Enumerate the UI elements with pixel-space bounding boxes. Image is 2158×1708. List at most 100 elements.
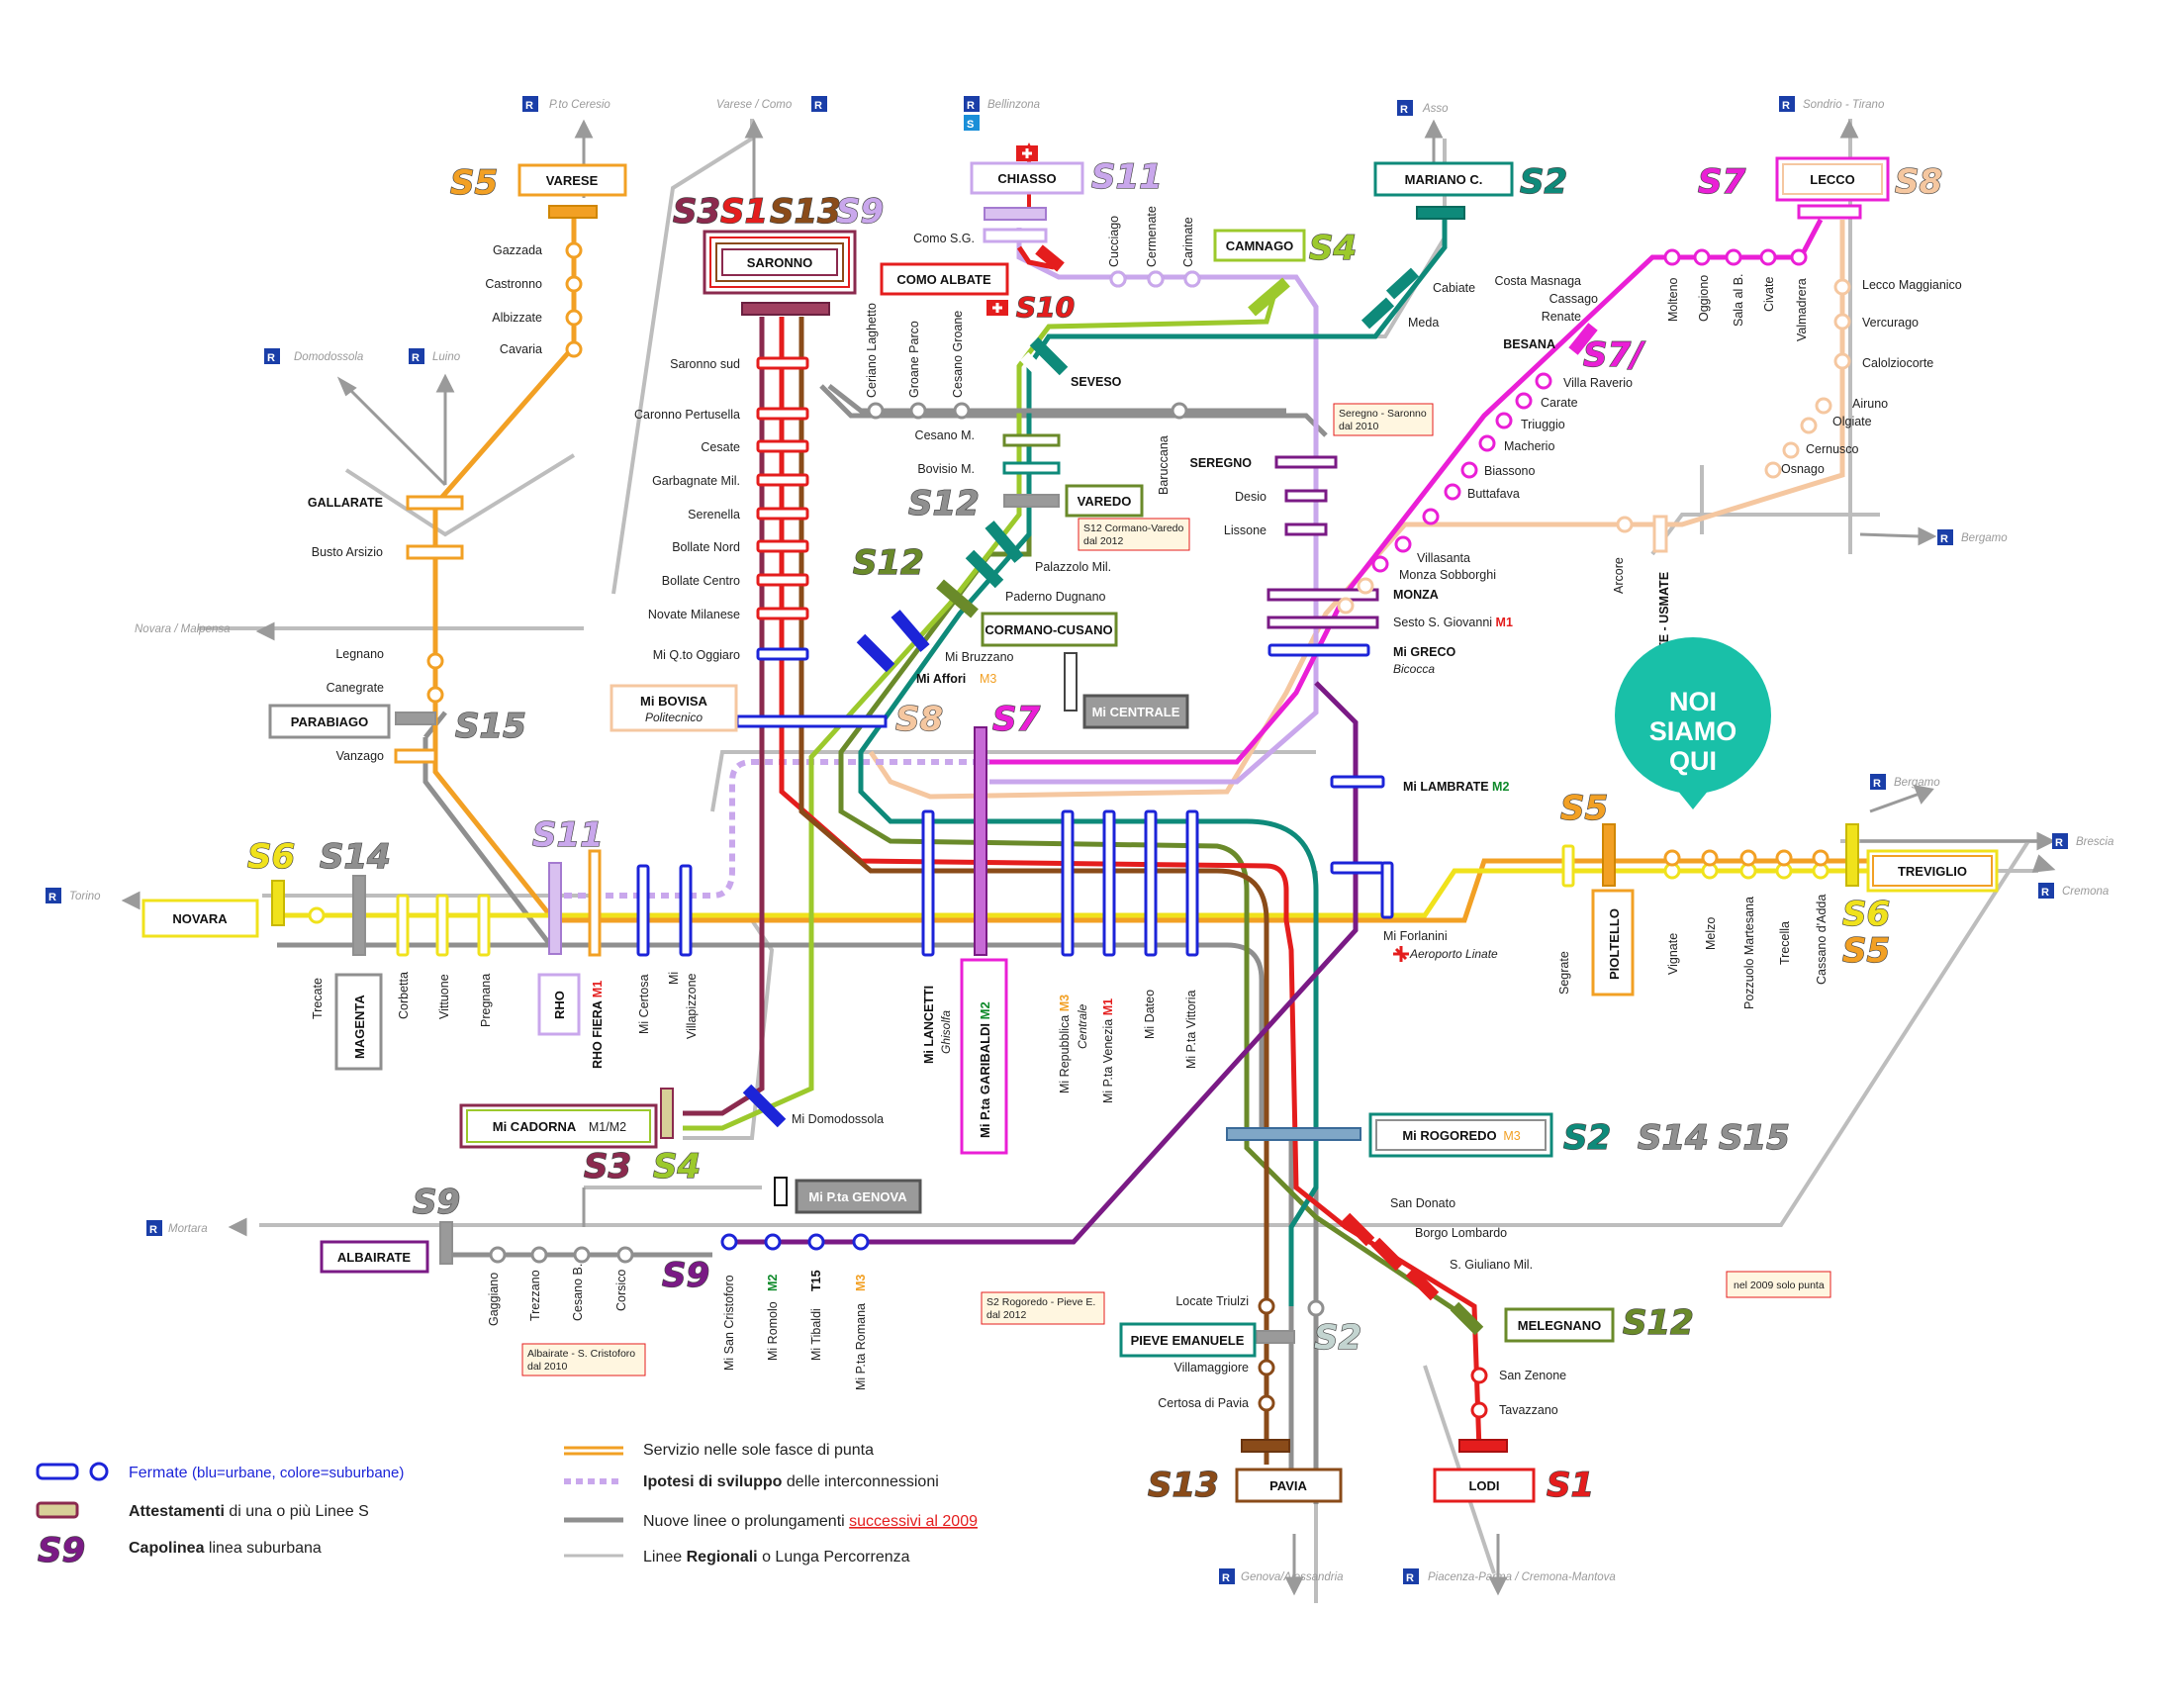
svg-text:Carimate: Carimate bbox=[1181, 217, 1195, 267]
svg-text:Melzo: Melzo bbox=[1704, 917, 1718, 950]
svg-text:VARESE: VARESE bbox=[546, 173, 599, 188]
svg-text:RHO: RHO bbox=[552, 991, 567, 1019]
rail-icon: R bbox=[1397, 100, 1413, 116]
svg-text:dal 2012: dal 2012 bbox=[1083, 535, 1123, 547]
svg-text:Asso: Asso bbox=[1422, 103, 1449, 115]
svg-text:Mi Q.to Oggiaro: Mi Q.to Oggiaro bbox=[653, 648, 740, 662]
svg-text:Corsico: Corsico bbox=[614, 1270, 628, 1311]
svg-text:R: R bbox=[525, 100, 533, 112]
terminal-saronno: SARONNO bbox=[703, 230, 857, 295]
svg-text:Baruccana: Baruccana bbox=[1157, 435, 1171, 495]
svg-text:Nuove linee o prolungamenti su: Nuove linee o prolungamenti successivi a… bbox=[643, 1513, 978, 1530]
svg-text:Corbetta: Corbetta bbox=[397, 972, 411, 1019]
terminal-lecco: LECCO bbox=[1775, 156, 1890, 202]
svg-text:S5: S5 bbox=[450, 163, 498, 203]
svg-text:M3: M3 bbox=[854, 1275, 868, 1291]
svg-text:Civate: Civate bbox=[1762, 277, 1776, 312]
terminal-novara: NOVARA bbox=[141, 899, 259, 938]
svg-text:Groane Parco: Groane Parco bbox=[907, 321, 921, 398]
svg-text:Albairate - S. Cristoforo: Albairate - S. Cristoforo bbox=[527, 1348, 635, 1360]
svg-text:PARABIAGO: PARABIAGO bbox=[291, 714, 368, 729]
svg-text:BESANA: BESANA bbox=[1503, 337, 1555, 351]
rail-icon: R bbox=[1779, 96, 1795, 112]
line-S1 bbox=[779, 317, 1482, 1451]
svg-text:Torino: Torino bbox=[69, 891, 101, 902]
terminal-lodi: LODI bbox=[1433, 1468, 1536, 1503]
svg-text:PIOLTELLO: PIOLTELLO bbox=[1607, 908, 1622, 980]
svg-text:Paderno Dugnano: Paderno Dugnano bbox=[1005, 590, 1106, 604]
terminal-garibaldi: Mi P.ta GARIBALDI M2 bbox=[960, 958, 1008, 1155]
svg-text:Vercurago: Vercurago bbox=[1862, 316, 1919, 330]
svg-text:Certosa di Pavia: Certosa di Pavia bbox=[1158, 1396, 1249, 1410]
svg-text:Costa Masnaga: Costa Masnaga bbox=[1494, 274, 1581, 288]
svg-text:S2: S2 bbox=[1520, 162, 1567, 202]
interconnection-dotted bbox=[564, 759, 989, 899]
svg-text:Fermate (blu=urbane, colore=s: Fermate (blu=urbane, colore=suburbane) bbox=[129, 1465, 404, 1481]
svg-text:R: R bbox=[814, 100, 822, 112]
svg-text:Piacenza-Parma / Cremona-Manto: Piacenza-Parma / Cremona-Mantova bbox=[1428, 1571, 1616, 1583]
svg-text:MARIANO C.: MARIANO C. bbox=[1405, 172, 1483, 187]
svg-text:GALLARATE: GALLARATE bbox=[308, 496, 383, 510]
rail-icon: R bbox=[264, 348, 280, 364]
legend: Fermate (blu=urbane, colore=suburbane) A… bbox=[36, 1442, 978, 1571]
rail-icon: R bbox=[811, 96, 827, 112]
svg-text:S13: S13 bbox=[770, 192, 841, 232]
svg-text:Sala al B.: Sala al B. bbox=[1732, 273, 1745, 327]
svg-text:ALBAIRATE: ALBAIRATE bbox=[337, 1250, 411, 1265]
svg-text:Pregnana: Pregnana bbox=[479, 974, 493, 1027]
svg-text:Mi Domodossola: Mi Domodossola bbox=[792, 1112, 884, 1126]
terminal-treviglio: TREVIGLIO bbox=[1866, 849, 1999, 893]
svg-text:Trecate: Trecate bbox=[311, 978, 325, 1019]
svg-text:Mi Forlanini: Mi Forlanini bbox=[1383, 929, 1448, 943]
svg-text:S15: S15 bbox=[1719, 1118, 1790, 1158]
circle-stops[interactable] bbox=[308, 241, 1851, 1419]
svg-text:R: R bbox=[48, 892, 56, 903]
svg-text:LECCO: LECCO bbox=[1810, 172, 1855, 187]
svg-text:Mi P.ta GARIBALDI M2: Mi P.ta GARIBALDI M2 bbox=[978, 1001, 992, 1138]
rail-icon: R bbox=[522, 96, 538, 112]
svg-text:Bicocca: Bicocca bbox=[1393, 662, 1435, 676]
svg-text:NOI: NOI bbox=[1669, 687, 1717, 716]
svg-text:Bollate Centro: Bollate Centro bbox=[662, 574, 740, 588]
rail-icon: R bbox=[46, 888, 61, 903]
svg-text:Sesto S. Giovanni M1: Sesto S. Giovanni M1 bbox=[1393, 616, 1513, 629]
svg-text:Valmadrera: Valmadrera bbox=[1795, 278, 1809, 341]
svg-text:NOVARA: NOVARA bbox=[172, 911, 228, 926]
svg-text:PAVIA: PAVIA bbox=[1269, 1478, 1307, 1493]
svg-text:Albizzate: Albizzate bbox=[492, 311, 542, 325]
line-S9 bbox=[722, 681, 1359, 1245]
svg-text:Vanzago: Vanzago bbox=[336, 749, 384, 763]
svg-text:Novate Milanese: Novate Milanese bbox=[648, 608, 740, 621]
terminal-varese: VARESE bbox=[517, 163, 627, 197]
svg-text:Gaggiano: Gaggiano bbox=[487, 1273, 501, 1326]
svg-text:R: R bbox=[1406, 1572, 1414, 1584]
svg-text:Mi Affori: Mi Affori bbox=[916, 672, 966, 686]
svg-text:S11: S11 bbox=[532, 815, 604, 855]
svg-text:Villa Raverio: Villa Raverio bbox=[1563, 376, 1633, 390]
svg-text:QUI: QUI bbox=[1669, 746, 1717, 776]
svg-text:Cesano Groane: Cesano Groane bbox=[951, 311, 965, 398]
svg-text:Biassono: Biassono bbox=[1484, 464, 1535, 478]
svg-text:Bollate Nord: Bollate Nord bbox=[672, 540, 740, 554]
svg-text:Meda: Meda bbox=[1408, 316, 1439, 330]
terminal-pieve-emanuele: PIEVE EMANUELE bbox=[1119, 1322, 1257, 1358]
svg-text:Lissone: Lissone bbox=[1224, 523, 1267, 537]
rail-icon: R bbox=[2052, 833, 2068, 849]
you-are-here-callout: NOI SIAMO QUI bbox=[1615, 637, 1771, 809]
svg-text:Mi P.ta Romana: Mi P.ta Romana bbox=[854, 1303, 868, 1390]
station-bars[interactable] bbox=[271, 204, 1862, 1453]
svg-text:SEVESO: SEVESO bbox=[1071, 375, 1122, 389]
diagonal-station-ticks[interactable] bbox=[742, 244, 1598, 1336]
terminal-boxes[interactable]: VARESE SARONNO CHIASSO COMO ALBATE CAMNA… bbox=[141, 156, 1999, 1503]
terminal-mi-centrale: Mi CENTRALE bbox=[1082, 694, 1189, 729]
line-S13 bbox=[798, 317, 1269, 1465]
svg-text:R: R bbox=[1222, 1572, 1230, 1584]
svg-text:T15: T15 bbox=[809, 1270, 823, 1291]
terminal-camnago: CAMNAGO bbox=[1213, 229, 1306, 262]
svg-text:P.to Ceresio: P.to Ceresio bbox=[549, 99, 610, 111]
svg-text:S5: S5 bbox=[1842, 931, 1890, 971]
svg-text:Mi LAMBRATE M2: Mi LAMBRATE M2 bbox=[1403, 780, 1509, 794]
date-notes: Seregno - Saronno dal 2010 S12 Cormano-V… bbox=[521, 403, 1831, 1376]
svg-text:San Donato: San Donato bbox=[1390, 1196, 1455, 1210]
svg-text:S12: S12 bbox=[1623, 1303, 1694, 1343]
